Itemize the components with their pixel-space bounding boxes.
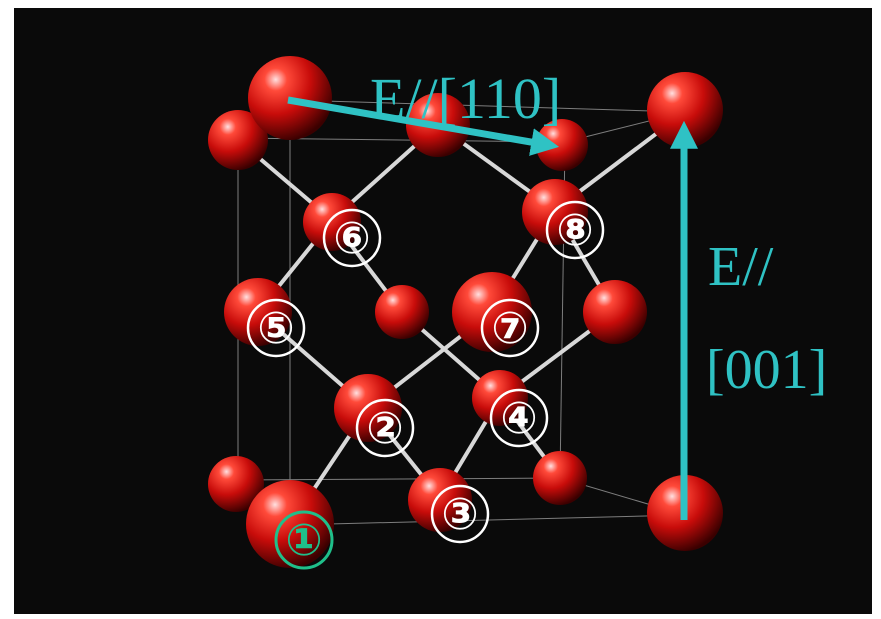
atom-label-5: ⑤ (246, 298, 306, 358)
atom-6 (303, 193, 361, 251)
svg-text:⑤: ⑤ (257, 304, 294, 353)
arrow-e110 (287, 96, 560, 156)
atom-back-bottom-right (533, 451, 587, 505)
svg-text:⑥: ⑥ (333, 214, 370, 263)
svg-text:②: ② (366, 404, 403, 453)
atom-label-4: ④ (489, 388, 549, 448)
atom-label-8: ⑧ (545, 200, 605, 260)
atom-labels: ⑥ ⑧ ⑤ ⑦ ④ ② ③ ① (246, 200, 605, 570)
atom-face-center (375, 285, 429, 339)
svg-text:⑦: ⑦ (491, 304, 528, 353)
atom-2 (334, 374, 402, 442)
atom-back-top-left (208, 110, 268, 170)
svg-text:③: ③ (441, 490, 478, 539)
atom-back-bottom-left (208, 456, 264, 512)
label-e110: E//[110] (370, 66, 561, 131)
atom-7 (452, 272, 532, 352)
atom-label-1: ① (274, 510, 334, 570)
label-e001-line1: E// (708, 236, 774, 298)
atom-5 (224, 278, 292, 346)
atom-corner-top-right (647, 72, 723, 148)
svg-text:①: ① (285, 516, 322, 565)
atom-label-3: ③ (430, 484, 490, 544)
atom-face-right (583, 280, 647, 344)
atom-1 (246, 480, 334, 568)
atom-label-2: ② (355, 398, 415, 458)
atom-3 (408, 468, 472, 532)
svg-text:⑧: ⑧ (556, 206, 593, 255)
atom-label-7: ⑦ (480, 298, 540, 358)
label-e001-line2: [001] (706, 339, 827, 401)
svg-text:④: ④ (500, 394, 537, 443)
atom-label-6: ⑥ (322, 208, 382, 268)
